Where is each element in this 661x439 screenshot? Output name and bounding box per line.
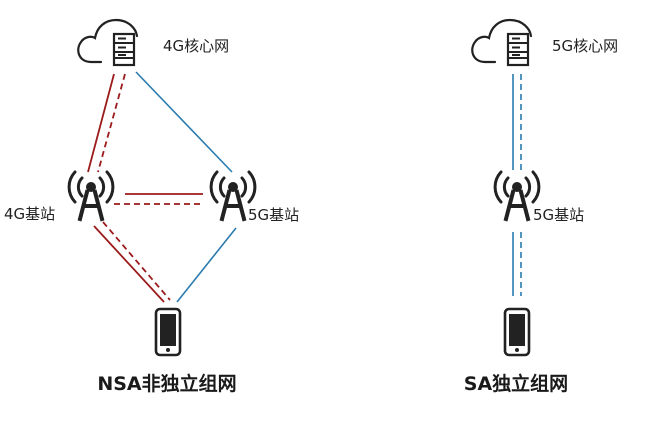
- nsa-link-core-4g-dashed: [97, 73, 126, 173]
- sa-links: [512, 74, 522, 296]
- nsa-4g-bs-label: 4G基站: [4, 205, 55, 223]
- cloud-server-icon: [471, 18, 533, 67]
- nsa-links: [87, 71, 237, 303]
- smartphone-icon: [503, 307, 531, 357]
- sa-core-label: 5G核心网: [552, 37, 618, 55]
- radio-tower-icon: [67, 170, 115, 221]
- nsa-link-5g-phone: [176, 227, 237, 303]
- sa-title: SA独立组网: [464, 372, 568, 395]
- nsa-core-label: 4G核心网: [163, 37, 229, 55]
- sa-5g-bs-label: 5G基站: [533, 206, 584, 224]
- nsa-title: NSA非独立组网: [97, 372, 236, 395]
- cloud-server-icon: [77, 18, 139, 67]
- nsa-panel: 4G核心网 4G基站 5G基站 NSA非独立组网: [4, 18, 299, 395]
- nsa-link-4g-phone-dashed: [102, 221, 171, 301]
- nsa-5g-bs-label: 5G基站: [248, 206, 299, 224]
- nsa-link-core-4g-solid: [87, 73, 115, 173]
- nsa-link-4g-phone-solid: [93, 225, 165, 303]
- nsa-link-core-5g: [135, 71, 233, 173]
- sa-panel: 5G核心网 5G基站 SA独立组网: [464, 18, 618, 395]
- smartphone-icon: [154, 307, 182, 357]
